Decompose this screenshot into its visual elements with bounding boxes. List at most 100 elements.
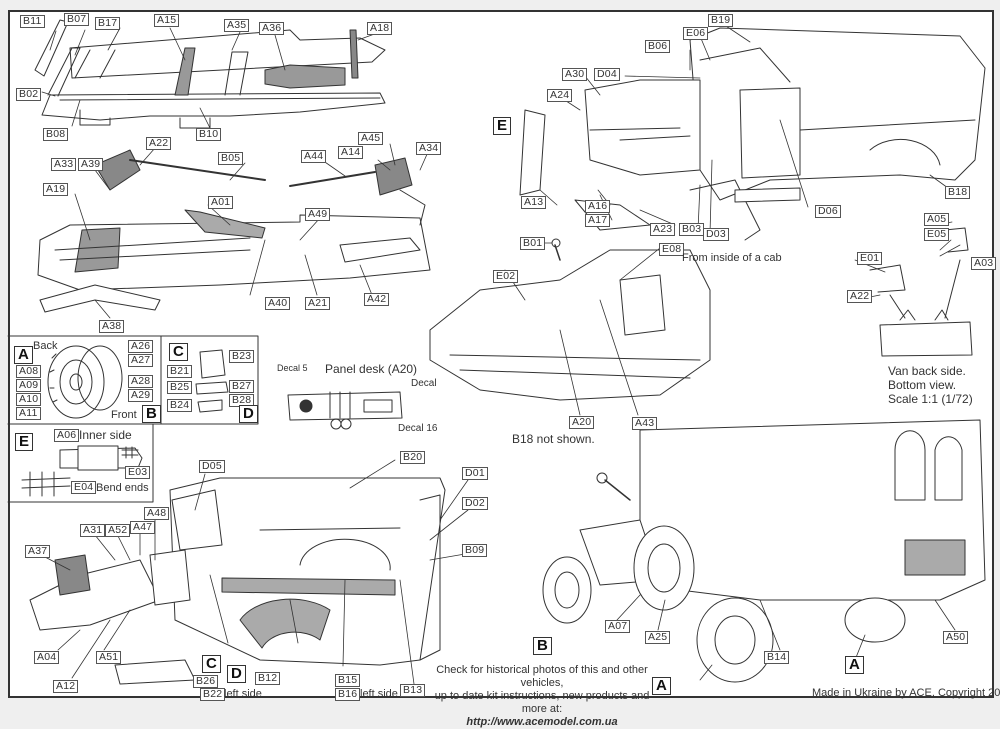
part-label-a21: A21 — [305, 297, 331, 310]
part-label-a50: A50 — [943, 631, 969, 644]
rear-body-drawing — [29, 477, 446, 685]
part-label-a08: A08 — [16, 365, 42, 378]
footer-note-line-2: up to date kit instructions, new product… — [434, 690, 650, 715]
label-decal-16: Decal 16 — [398, 423, 438, 434]
marker-a-wheel: A — [14, 346, 33, 364]
part-label-a47: A47 — [130, 521, 156, 534]
part-label-a22-bracket: A22 — [847, 290, 873, 303]
wheel-drawing — [47, 345, 123, 419]
part-label-b19: B19 — [708, 14, 734, 27]
caption-van-back-line-3: Scale 1:1 (1/72) — [888, 392, 973, 406]
marker-b-vehicle: B — [533, 637, 552, 655]
front-body-drawing — [519, 27, 986, 241]
part-label-a40: A40 — [265, 297, 291, 310]
part-label-a52: A52 — [105, 524, 131, 537]
part-label-e03: E03 — [125, 466, 151, 479]
van-back-drawing — [869, 227, 973, 357]
section-boxes — [7, 335, 259, 503]
part-label-a12: A12 — [53, 680, 79, 693]
caption-van-back: Van back side. Bottom view. Scale 1:1 (1… — [888, 364, 973, 406]
label-bend-ends: Bend ends — [96, 482, 149, 494]
part-label-a23: A23 — [650, 223, 676, 236]
label-decal: Decal — [411, 378, 437, 389]
part-label-a42: A42 — [364, 293, 390, 306]
part-label-b13: B13 — [400, 684, 426, 697]
part-label-d02: D02 — [462, 497, 488, 510]
part-label-a27: A27 — [128, 354, 154, 367]
part-label-d05: D05 — [199, 460, 225, 473]
part-label-b23: B23 — [229, 350, 255, 363]
part-label-a20: A20 — [569, 416, 595, 429]
label-inner-side: Inner side — [79, 428, 132, 442]
part-label-b01: B01 — [520, 237, 546, 250]
part-label-a44: A44 — [301, 150, 327, 163]
part-label-a04: A04 — [34, 651, 60, 664]
part-label-a09: A09 — [16, 379, 42, 392]
part-label-b18: B18 — [945, 186, 971, 199]
part-label-a15: A15 — [154, 14, 180, 27]
chassis-frame-drawing — [34, 19, 386, 129]
part-label-a07: A07 — [605, 620, 631, 633]
panel-desk-title: Panel desk (A20) — [325, 362, 418, 376]
part-label-a17: A17 — [585, 214, 611, 227]
part-label-b03: B03 — [679, 223, 705, 236]
marker-a-vehicle-front: A — [652, 677, 671, 695]
part-label-a19: A19 — [43, 183, 69, 196]
part-label-a51: A51 — [96, 651, 122, 664]
part-label-a35: A35 — [224, 19, 250, 32]
label-back: Back — [33, 340, 58, 352]
part-label-a28: A28 — [128, 375, 154, 388]
part-label-d06: D06 — [815, 205, 841, 218]
part-label-a37: A37 — [25, 545, 51, 558]
caption-van-back-line-2: Bottom view. — [888, 378, 957, 392]
part-label-a30: A30 — [562, 68, 588, 81]
part-label-b20: B20 — [400, 451, 426, 464]
part-label-d01: D01 — [462, 467, 488, 480]
part-label-a05: A05 — [924, 213, 950, 226]
part-label-a18: A18 — [367, 22, 393, 35]
part-label-e04: E04 — [71, 481, 97, 494]
part-label-a13: A13 — [521, 196, 547, 209]
marker-d-seat: D — [239, 405, 258, 423]
part-label-a24: A24 — [547, 89, 573, 102]
part-label-a14: A14 — [338, 146, 364, 159]
part-label-a48: A48 — [144, 507, 170, 520]
part-label-a06: A06 — [54, 429, 80, 442]
part-label-b08: B08 — [43, 128, 69, 141]
part-label-b25: B25 — [167, 381, 193, 394]
part-label-e05: E05 — [924, 228, 950, 241]
part-label-b17: B17 — [95, 17, 121, 30]
part-label-a11: A11 — [16, 407, 41, 420]
part-label-b02: B02 — [16, 88, 42, 101]
part-label-d04: D04 — [594, 68, 620, 81]
caption-b18-not-shown: B18 not shown. — [512, 432, 595, 446]
part-label-b28: B28 — [229, 394, 255, 407]
part-label-b24: B24 — [167, 399, 193, 412]
part-label-a29: A29 — [128, 389, 154, 402]
part-label-a49: A49 — [305, 208, 331, 221]
caption-from-inside-cab: From inside of a cab — [682, 252, 782, 264]
marker-a-vehicle-rear: A — [845, 656, 864, 674]
website-link[interactable]: http://www.acemodel.com.ua — [466, 716, 618, 728]
grille-drawing — [21, 445, 143, 497]
part-label-a10: A10 — [16, 393, 42, 406]
part-label-a16: A16 — [585, 200, 611, 213]
marker-d-body: D — [227, 665, 246, 683]
part-label-e02: E02 — [493, 270, 519, 283]
part-label-b21: B21 — [167, 365, 193, 378]
marker-e-grille: E — [15, 433, 34, 451]
part-label-a45: A45 — [358, 132, 384, 145]
footer-note: Check for historical photos of this and … — [424, 664, 660, 729]
part-label-b12: B12 — [255, 672, 281, 685]
part-label-b11: B11 — [20, 15, 45, 28]
part-label-a22: A22 — [146, 137, 172, 150]
copyright-text: Made in Ukraine by ACE. Copyright 2024 — [812, 687, 1000, 699]
part-label-a01: A01 — [208, 196, 234, 209]
cab-interior-drawing — [429, 238, 711, 401]
part-label-a26: A26 — [128, 340, 154, 353]
part-label-b05: B05 — [218, 152, 244, 165]
part-label-e06: E06 — [683, 27, 709, 40]
label-decal-5: Decal 5 — [277, 363, 308, 373]
part-label-d03: D03 — [703, 228, 729, 241]
label-left-side-b22: left side — [224, 688, 262, 700]
